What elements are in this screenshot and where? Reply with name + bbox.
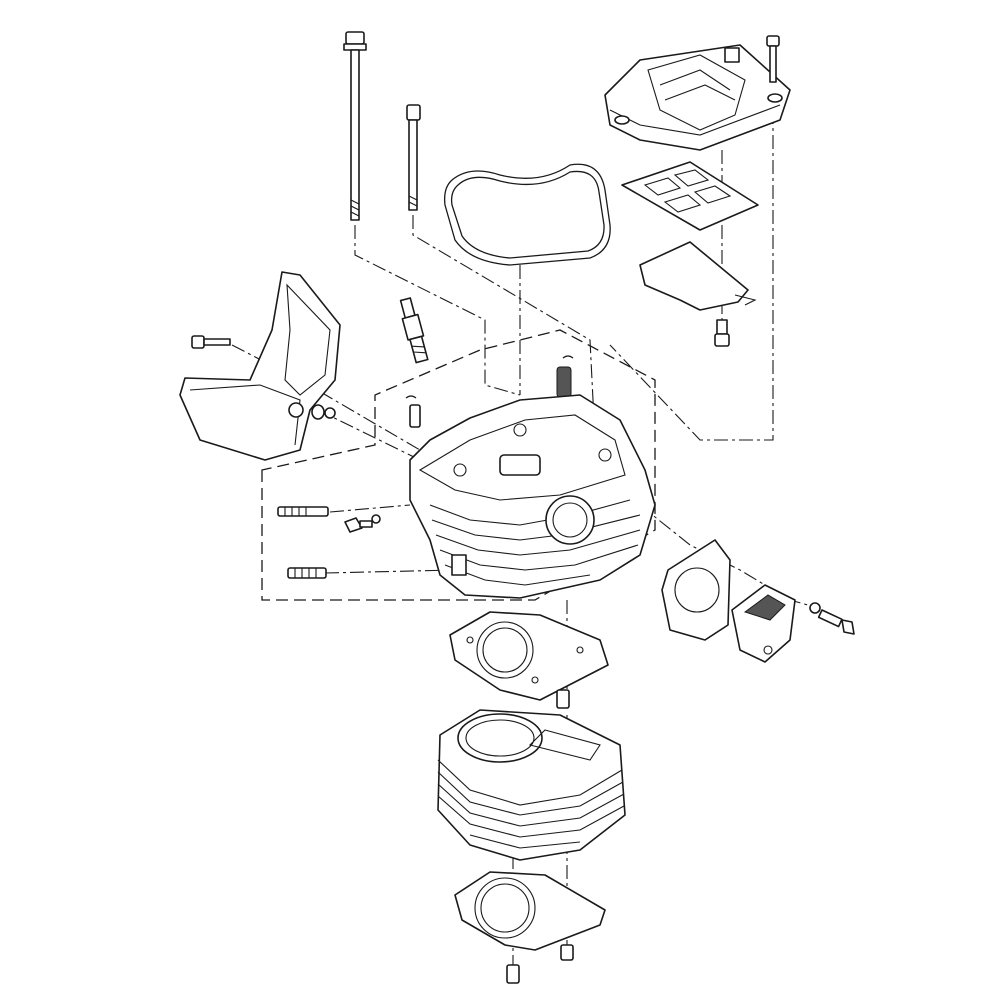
heat-shield-bolt xyxy=(191,335,231,349)
dowel-pins xyxy=(506,689,574,984)
side-cover-bolt xyxy=(809,602,855,635)
side-cover-gasket xyxy=(661,539,731,641)
side-cover xyxy=(731,584,796,663)
valve-cover xyxy=(604,44,791,151)
valve-cover-gasket xyxy=(444,163,611,266)
flange-bolt xyxy=(344,514,381,533)
heat-shield xyxy=(179,271,341,461)
long-head-bolt xyxy=(343,31,367,221)
valve-adjuster-caps xyxy=(405,355,574,428)
cover-bolt xyxy=(766,35,780,83)
base-gasket xyxy=(454,871,606,951)
cylinder xyxy=(437,709,626,861)
breather-plate xyxy=(639,241,757,311)
studs xyxy=(277,506,329,579)
spark-plug xyxy=(399,297,429,364)
short-head-bolt xyxy=(406,104,421,211)
breather-bolt xyxy=(714,319,730,347)
washer xyxy=(324,407,336,419)
cylinder-head xyxy=(409,394,656,599)
head-assembly-boundary xyxy=(261,329,656,601)
head-gasket xyxy=(449,611,609,701)
breather-gasket xyxy=(621,161,759,231)
